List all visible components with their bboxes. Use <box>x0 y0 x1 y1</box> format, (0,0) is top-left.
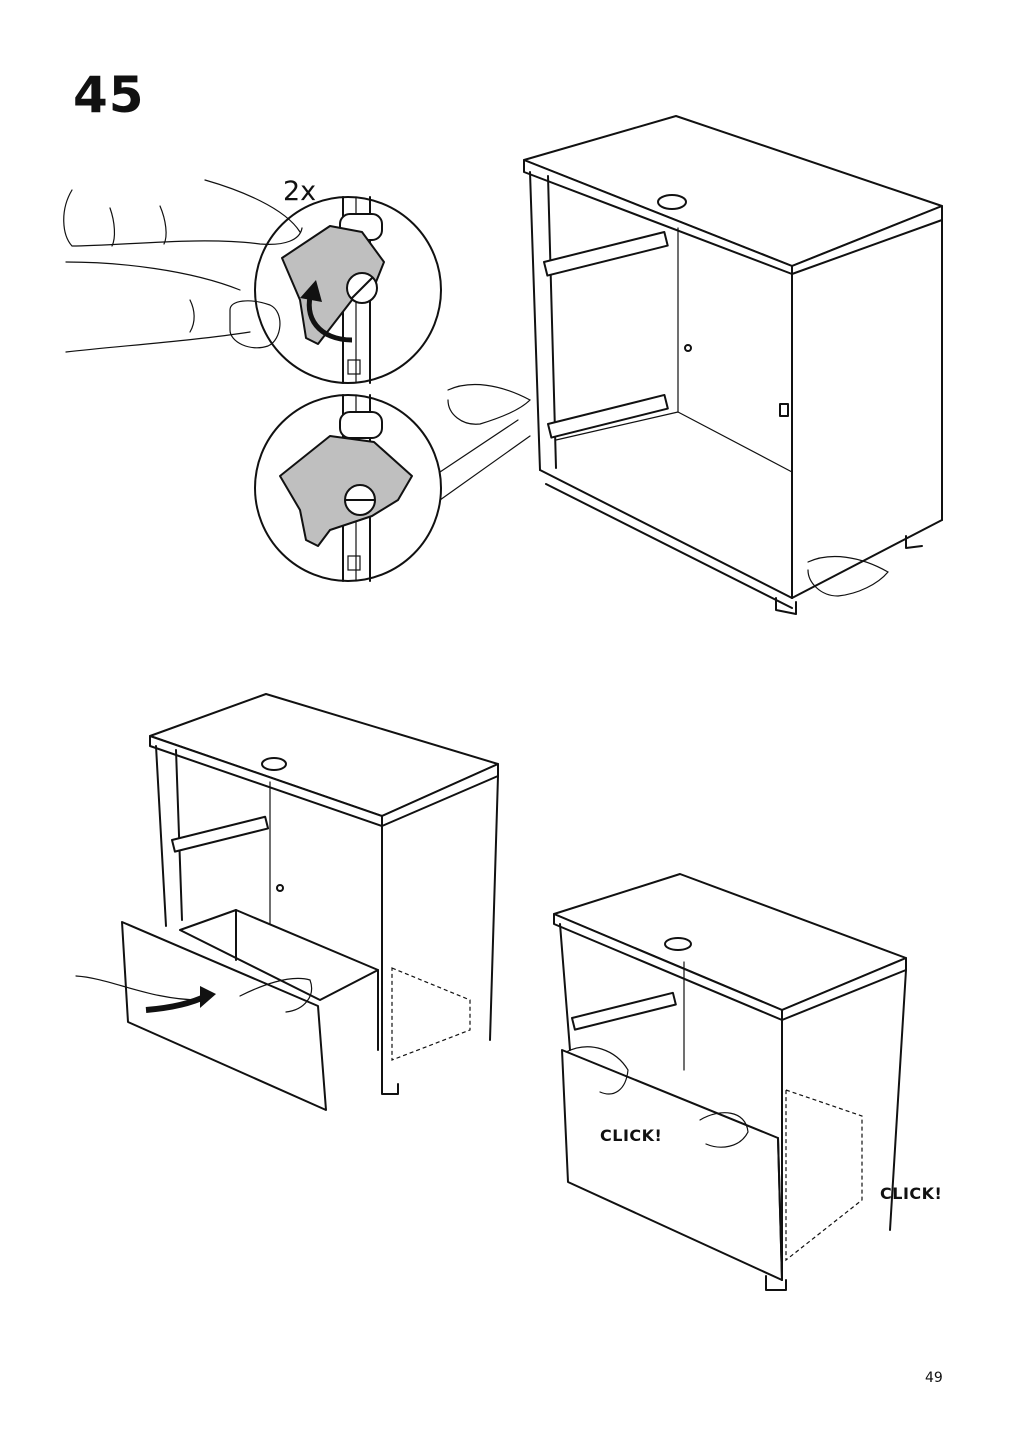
page-number: 49 <box>925 1370 943 1386</box>
click-label-side: CLICK! <box>880 1184 943 1203</box>
step-number: 45 <box>73 66 145 124</box>
lock-detail-circle <box>254 196 442 384</box>
hand-turning-lock-illustration <box>63 179 303 353</box>
cabinet-drawer-insert-illustration <box>75 693 499 1111</box>
quantity-label: 2x <box>283 176 317 207</box>
cabinet-drawer-installed-illustration <box>553 873 907 1291</box>
click-label-front: CLICK! <box>600 1126 663 1145</box>
cabinet-empty-illustration <box>447 115 943 615</box>
lock-detail-circle-locked <box>254 394 531 582</box>
